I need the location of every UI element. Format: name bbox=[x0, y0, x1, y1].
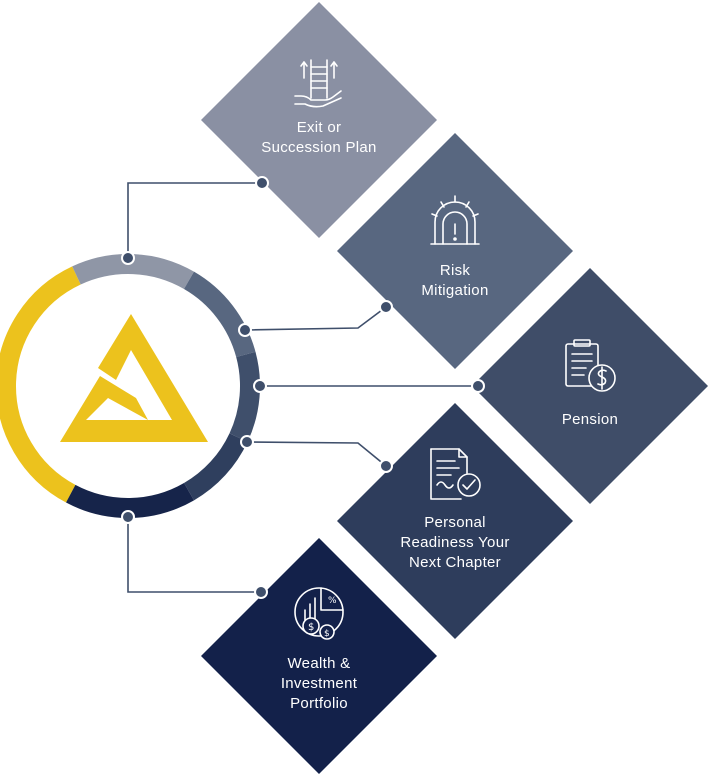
triangle-logo bbox=[60, 314, 208, 442]
dot-ring-exit bbox=[121, 251, 135, 265]
dot-diamond-pension bbox=[471, 379, 485, 393]
svg-text:$: $ bbox=[308, 622, 314, 633]
dot-ring-pension bbox=[253, 379, 267, 393]
ring-segment-grey bbox=[72, 254, 194, 290]
label-personal-2: Readiness Your bbox=[400, 534, 509, 551]
ring-segment-gold bbox=[0, 266, 81, 503]
connector-wealth bbox=[127, 517, 261, 593]
label-pension-1: Pension bbox=[562, 411, 618, 428]
ring-segment-steel bbox=[229, 351, 260, 442]
dot-ring-personal bbox=[240, 435, 254, 449]
dot-ring-risk bbox=[238, 323, 252, 337]
diamond-pension: Pension bbox=[472, 268, 708, 504]
dot-diamond-personal bbox=[379, 459, 393, 473]
central-ring bbox=[0, 254, 260, 518]
connector-exit bbox=[127, 182, 262, 258]
ladder-hand-icon bbox=[294, 59, 342, 108]
document-dollar-icon bbox=[565, 339, 616, 392]
label-exit-2: Succession Plan bbox=[261, 139, 376, 156]
label-wealth-1: Wealth & bbox=[288, 655, 351, 672]
ring-segment-deep bbox=[66, 482, 194, 518]
diamond-risk: Risk Mitigation bbox=[337, 133, 573, 369]
connector-risk bbox=[244, 306, 387, 331]
svg-text:$: $ bbox=[324, 629, 330, 639]
pie-chart-coins-icon: % $ $ bbox=[294, 587, 344, 640]
connector-dots bbox=[121, 176, 485, 599]
diamond-risk-shape bbox=[337, 133, 573, 369]
dot-ring-wealth bbox=[121, 510, 135, 524]
label-personal-1: Personal bbox=[424, 514, 486, 531]
label-personal-3: Next Chapter bbox=[409, 554, 501, 571]
diamond-personal-shape bbox=[337, 403, 573, 639]
ring-segment-navy bbox=[183, 433, 248, 501]
dot-diamond-risk bbox=[379, 300, 393, 314]
ring-segment-slate bbox=[183, 271, 256, 358]
label-risk-2: Mitigation bbox=[421, 282, 488, 299]
connector-lines bbox=[127, 182, 478, 593]
connector-personal bbox=[246, 441, 387, 467]
label-risk-1: Risk bbox=[440, 262, 471, 279]
label-wealth-3: Portfolio bbox=[290, 695, 348, 712]
dot-diamond-exit bbox=[255, 176, 269, 190]
svg-text:%: % bbox=[328, 596, 337, 606]
document-check-icon bbox=[430, 448, 481, 500]
dot-diamond-wealth bbox=[254, 585, 268, 599]
gear-warning-icon bbox=[430, 195, 480, 245]
ring-inner-fill bbox=[11, 269, 245, 503]
diamond-personal: Personal Readiness Your Next Chapter bbox=[337, 403, 573, 639]
label-wealth-2: Investment bbox=[281, 675, 358, 692]
label-exit-1: Exit or bbox=[297, 119, 342, 136]
